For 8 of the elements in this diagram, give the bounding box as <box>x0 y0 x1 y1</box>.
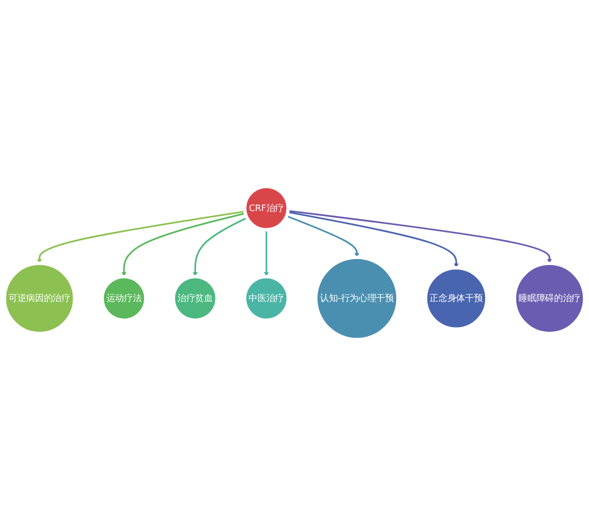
arrow <box>122 212 246 277</box>
arrow <box>192 217 248 277</box>
arrow <box>37 210 246 264</box>
node-circle: 运动疗法 <box>100 275 148 322</box>
arrow <box>288 211 459 268</box>
arrow <box>288 210 552 264</box>
arrow <box>264 230 269 277</box>
arrow <box>286 215 360 258</box>
